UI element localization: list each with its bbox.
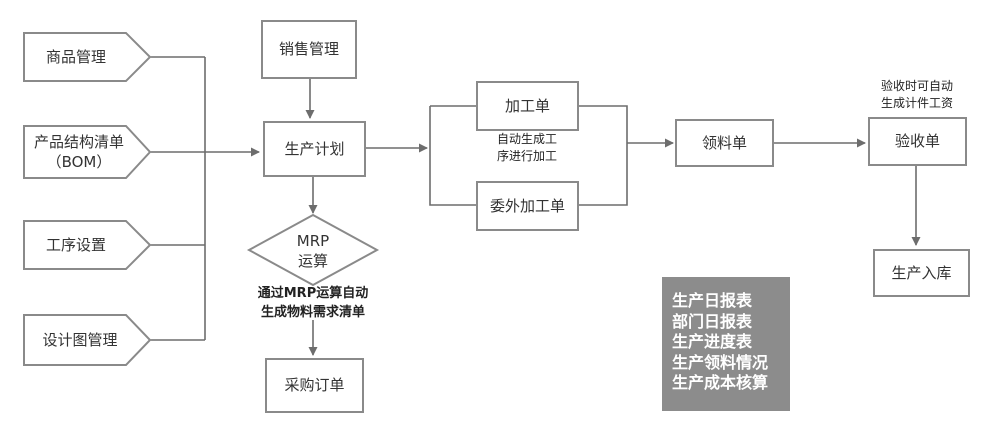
mrp-note-line2: 生成物料需求清单	[260, 304, 365, 320]
bom-label-line1: 产品结构清单	[33, 132, 124, 151]
connector-split	[429, 106, 476, 206]
mrp-label-line1: MRP	[296, 231, 330, 250]
acceptance-note-line1: 验收时可自动	[880, 79, 953, 93]
mrp-diamond	[246, 213, 380, 287]
warehousing-node[interactable]: 生产入库	[873, 249, 970, 297]
acceptance-node[interactable]: 验收单	[868, 117, 967, 166]
report-item: 生产日报表	[672, 291, 753, 310]
process-setup-node[interactable]: 工序设置	[26, 223, 126, 267]
shape-process-setup	[23, 220, 152, 270]
design-mgmt-label: 设计图管理	[42, 330, 118, 349]
shape-design	[23, 314, 152, 366]
warehousing-label: 生产入库	[891, 263, 952, 282]
design-mgmt-node[interactable]: 设计图管理	[26, 317, 134, 363]
goods-mgmt-label: 商品管理	[45, 47, 106, 66]
material-requisition-label: 领料单	[701, 133, 747, 152]
report-item: 部门日报表	[672, 311, 753, 331]
report-item: 生产成本核算	[672, 373, 769, 392]
connector-merge	[579, 105, 628, 206]
mrp-node[interactable]: MRP 运算	[265, 226, 361, 276]
mrp-note: 通过MRP运算自动 生成物料需求清单	[238, 285, 388, 323]
process-setup-label: 工序设置	[45, 235, 106, 254]
material-requisition-node[interactable]: 领料单	[675, 119, 774, 167]
sales-mgmt-node[interactable]: 销售管理	[261, 20, 357, 79]
mrp-note-line1: 通过MRP运算自动	[257, 286, 369, 301]
processing-order-label: 加工单	[504, 96, 550, 115]
purchase-order-node[interactable]: 采购订单	[265, 358, 364, 413]
acceptance-label: 验收单	[894, 132, 940, 151]
auto-process-note-line2: 序进行加工	[496, 149, 557, 164]
auto-process-note-line1: 自动生成工	[496, 132, 557, 146]
sales-mgmt-label: 销售管理	[278, 40, 339, 59]
shape-goods	[23, 32, 152, 82]
bom-node[interactable]: 产品结构清单 （BOM）	[26, 128, 132, 176]
purchase-order-label: 采购订单	[284, 376, 345, 395]
acceptance-note-line2: 生成计件工资	[880, 96, 953, 111]
reports-panel: 生产日报表 部门日报表 生产进度表 生产领料情况 生产成本核算	[662, 277, 790, 411]
auto-process-note: 自动生成工 序进行加工	[478, 131, 576, 166]
acceptance-note: 验收时可自动 生成计件工资	[862, 78, 972, 113]
shape-bom	[23, 125, 152, 179]
production-plan-label: 生产计划	[284, 139, 345, 158]
goods-mgmt-node[interactable]: 商品管理	[26, 35, 126, 79]
outsourcing-order-label: 委外加工单	[489, 196, 565, 215]
production-plan-node[interactable]: 生产计划	[263, 121, 366, 177]
mrp-label-line2: 运算	[297, 252, 328, 270]
report-item: 生产进度表	[672, 332, 753, 351]
bom-label-line2: （BOM）	[46, 153, 112, 171]
outsourcing-order-node[interactable]: 委外加工单	[476, 181, 579, 231]
report-item: 生产领料情况	[672, 352, 769, 372]
processing-order-node[interactable]: 加工单	[476, 81, 579, 131]
